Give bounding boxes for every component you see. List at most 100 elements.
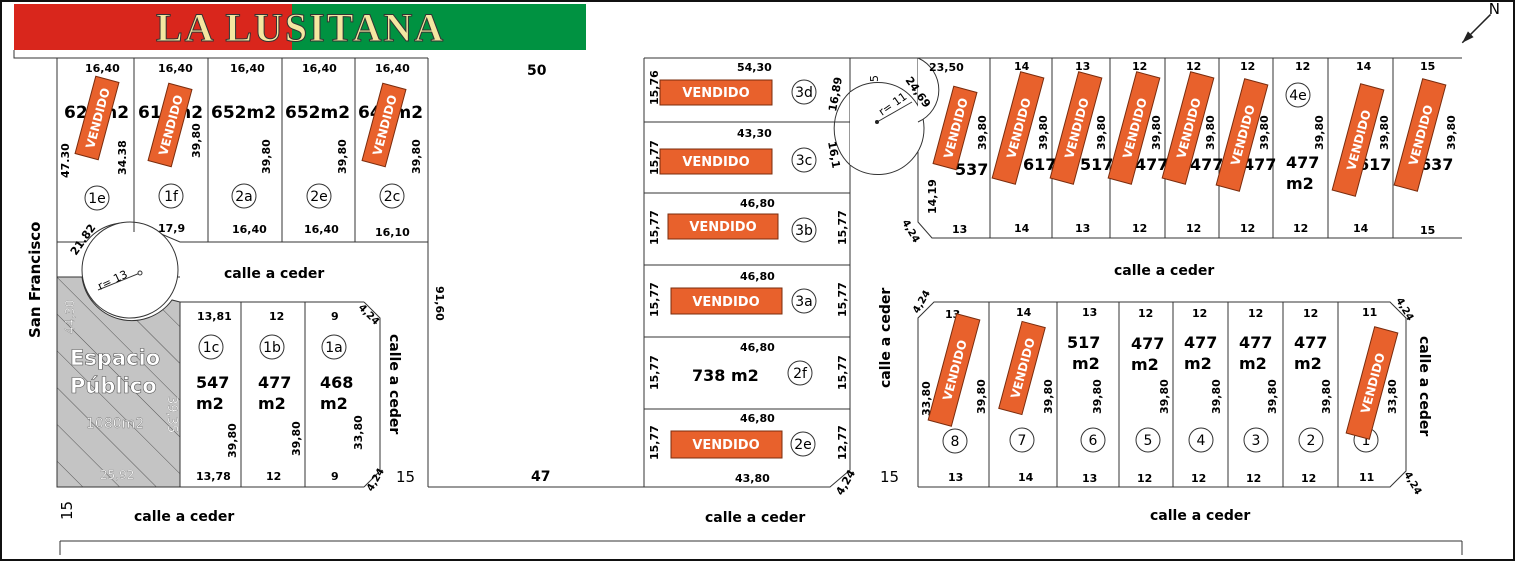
depth-label: 39,80 bbox=[1210, 379, 1223, 414]
public-dim: 25,92 bbox=[100, 468, 134, 482]
width-label: 16,40 bbox=[302, 62, 337, 75]
chamfer-label: 4,24 bbox=[833, 467, 858, 497]
width-label: 12 bbox=[1246, 472, 1261, 485]
width-label: 14 bbox=[1018, 471, 1034, 484]
depth-label: 34.38 bbox=[116, 140, 129, 175]
depth-label: 47.30 bbox=[59, 143, 72, 178]
depth-label: 39,80 bbox=[1204, 115, 1217, 150]
depth-label: 15,77 bbox=[836, 210, 849, 245]
depth-label: 33,80 bbox=[352, 415, 365, 450]
width-label: 46,80 bbox=[740, 197, 775, 210]
width-label: 46,80 bbox=[740, 412, 775, 425]
width-label: 12 bbox=[1192, 307, 1207, 320]
title-green-band bbox=[292, 4, 586, 50]
lot-area: 637 bbox=[1420, 155, 1453, 174]
depth-label: 39,80 bbox=[1313, 115, 1326, 150]
public-area: 1080m2 bbox=[86, 416, 144, 432]
lot-unit: m2 bbox=[1294, 354, 1322, 373]
width-label: 54,30 bbox=[737, 61, 772, 74]
depth-label: 33,80 bbox=[920, 381, 933, 416]
block-e: 4,24 4,24 4,24 15 13 14 13 12 12 12 12 1… bbox=[880, 289, 1423, 497]
vendido-tag: VENDIDO bbox=[659, 148, 773, 175]
chamfer-label: 4,24 bbox=[356, 302, 381, 327]
street-san-francisco: San Francisco bbox=[26, 222, 44, 338]
depth-label: 39,80 bbox=[336, 139, 349, 174]
width-label: 12 bbox=[1186, 60, 1201, 73]
width-label: 11 bbox=[1362, 306, 1377, 319]
width-label: 13 bbox=[1075, 222, 1090, 235]
depth-label: 39,80 bbox=[410, 139, 423, 174]
curve-label: 16,1 bbox=[825, 140, 843, 169]
depth-label: 39,80 bbox=[1320, 379, 1333, 414]
width-label: 14 bbox=[1356, 60, 1372, 73]
depth-label: 12,77 bbox=[836, 425, 849, 460]
lot-id: 1c bbox=[203, 340, 220, 356]
depth-label: 15,77 bbox=[836, 282, 849, 317]
side-label: 15 bbox=[396, 468, 415, 486]
width-label: 12 bbox=[1137, 472, 1152, 485]
depth-label: 39,80 bbox=[260, 139, 273, 174]
lot-id: 2f bbox=[793, 366, 808, 382]
width-label: 14 bbox=[1014, 60, 1030, 73]
depth-label: 39,80 bbox=[1158, 379, 1171, 414]
vendido-label: VENDIDO bbox=[682, 86, 749, 101]
lot-id: 2c bbox=[384, 189, 401, 205]
depth-label: 39,80 bbox=[226, 423, 239, 458]
street-label: calle a ceder bbox=[1150, 508, 1250, 524]
lot-id: 6 bbox=[1089, 433, 1098, 449]
lot-id: 2a bbox=[235, 189, 253, 205]
width-label: 16,40 bbox=[158, 62, 193, 75]
lot-id: 1a bbox=[325, 340, 343, 356]
curve-label: 16,89 bbox=[826, 76, 845, 113]
lot-unit: m2 bbox=[258, 394, 286, 413]
lot-id: 1b bbox=[263, 340, 281, 356]
street-label: calle a ceder bbox=[705, 510, 805, 526]
lot-id: 8 bbox=[951, 434, 960, 450]
block-d: r= 11 24,69 14,19 4,24 23,50 14 13 12 12… bbox=[875, 57, 1458, 245]
depth-label: 15,77 bbox=[648, 355, 661, 390]
lot-area: 477 bbox=[258, 373, 291, 392]
lot-unit: m2 bbox=[320, 394, 348, 413]
street-label: calle a ceder bbox=[1114, 263, 1214, 279]
street-label: calle a ceder bbox=[1416, 336, 1432, 436]
public-title: Espacio bbox=[70, 346, 160, 370]
lot-id: 5 bbox=[1144, 433, 1153, 449]
depth-label: 39,80 bbox=[975, 379, 988, 414]
public-dim: 44,30 bbox=[63, 300, 77, 334]
width-label: 13 bbox=[1082, 306, 1097, 319]
depth-label: 39,80 bbox=[1042, 379, 1055, 414]
width-label: 12 bbox=[266, 470, 281, 483]
width-label: 15 bbox=[1420, 224, 1435, 237]
width-label: 12 bbox=[1303, 307, 1318, 320]
lot-id: 1 bbox=[1362, 433, 1371, 449]
width-label: 16,40 bbox=[85, 62, 120, 75]
lot-id: 2e bbox=[794, 437, 812, 453]
lot-area: 477 bbox=[1184, 333, 1217, 352]
lot-area: 547 bbox=[196, 373, 229, 392]
big-lot-side: 91,60 bbox=[433, 286, 446, 321]
depth-label: 15,77 bbox=[648, 425, 661, 460]
side-label: 15 bbox=[58, 501, 76, 520]
width-label: 12 bbox=[1186, 222, 1201, 235]
lot-id: 2e bbox=[310, 189, 328, 205]
width-label: 43,30 bbox=[737, 127, 772, 140]
width-label: 14 bbox=[1016, 306, 1032, 319]
vendido-tag: VENDIDO bbox=[667, 213, 779, 240]
lot-id: 3d bbox=[795, 85, 813, 101]
big-lot-top: 50 bbox=[527, 63, 547, 79]
title-part2: TANA bbox=[327, 5, 445, 50]
vendido-label: VENDIDO bbox=[692, 295, 759, 310]
chamfer-label: 4,24 bbox=[911, 289, 933, 316]
lot-area: 617 bbox=[1358, 155, 1391, 174]
chamfer-label: 4,24 bbox=[1393, 296, 1415, 323]
width-label: 9 bbox=[331, 470, 339, 483]
vendido-tag: VENDIDO bbox=[670, 430, 783, 459]
lot-area: 477 bbox=[1131, 334, 1164, 353]
lot-id: 1e bbox=[88, 191, 106, 207]
depth-label: 39,80 bbox=[1091, 379, 1104, 414]
width-label: 23,50 bbox=[929, 61, 964, 74]
vendido-tag: VENDIDO bbox=[361, 82, 407, 168]
lot-area: 477 bbox=[1294, 333, 1327, 352]
width-label: 12 bbox=[1293, 222, 1308, 235]
